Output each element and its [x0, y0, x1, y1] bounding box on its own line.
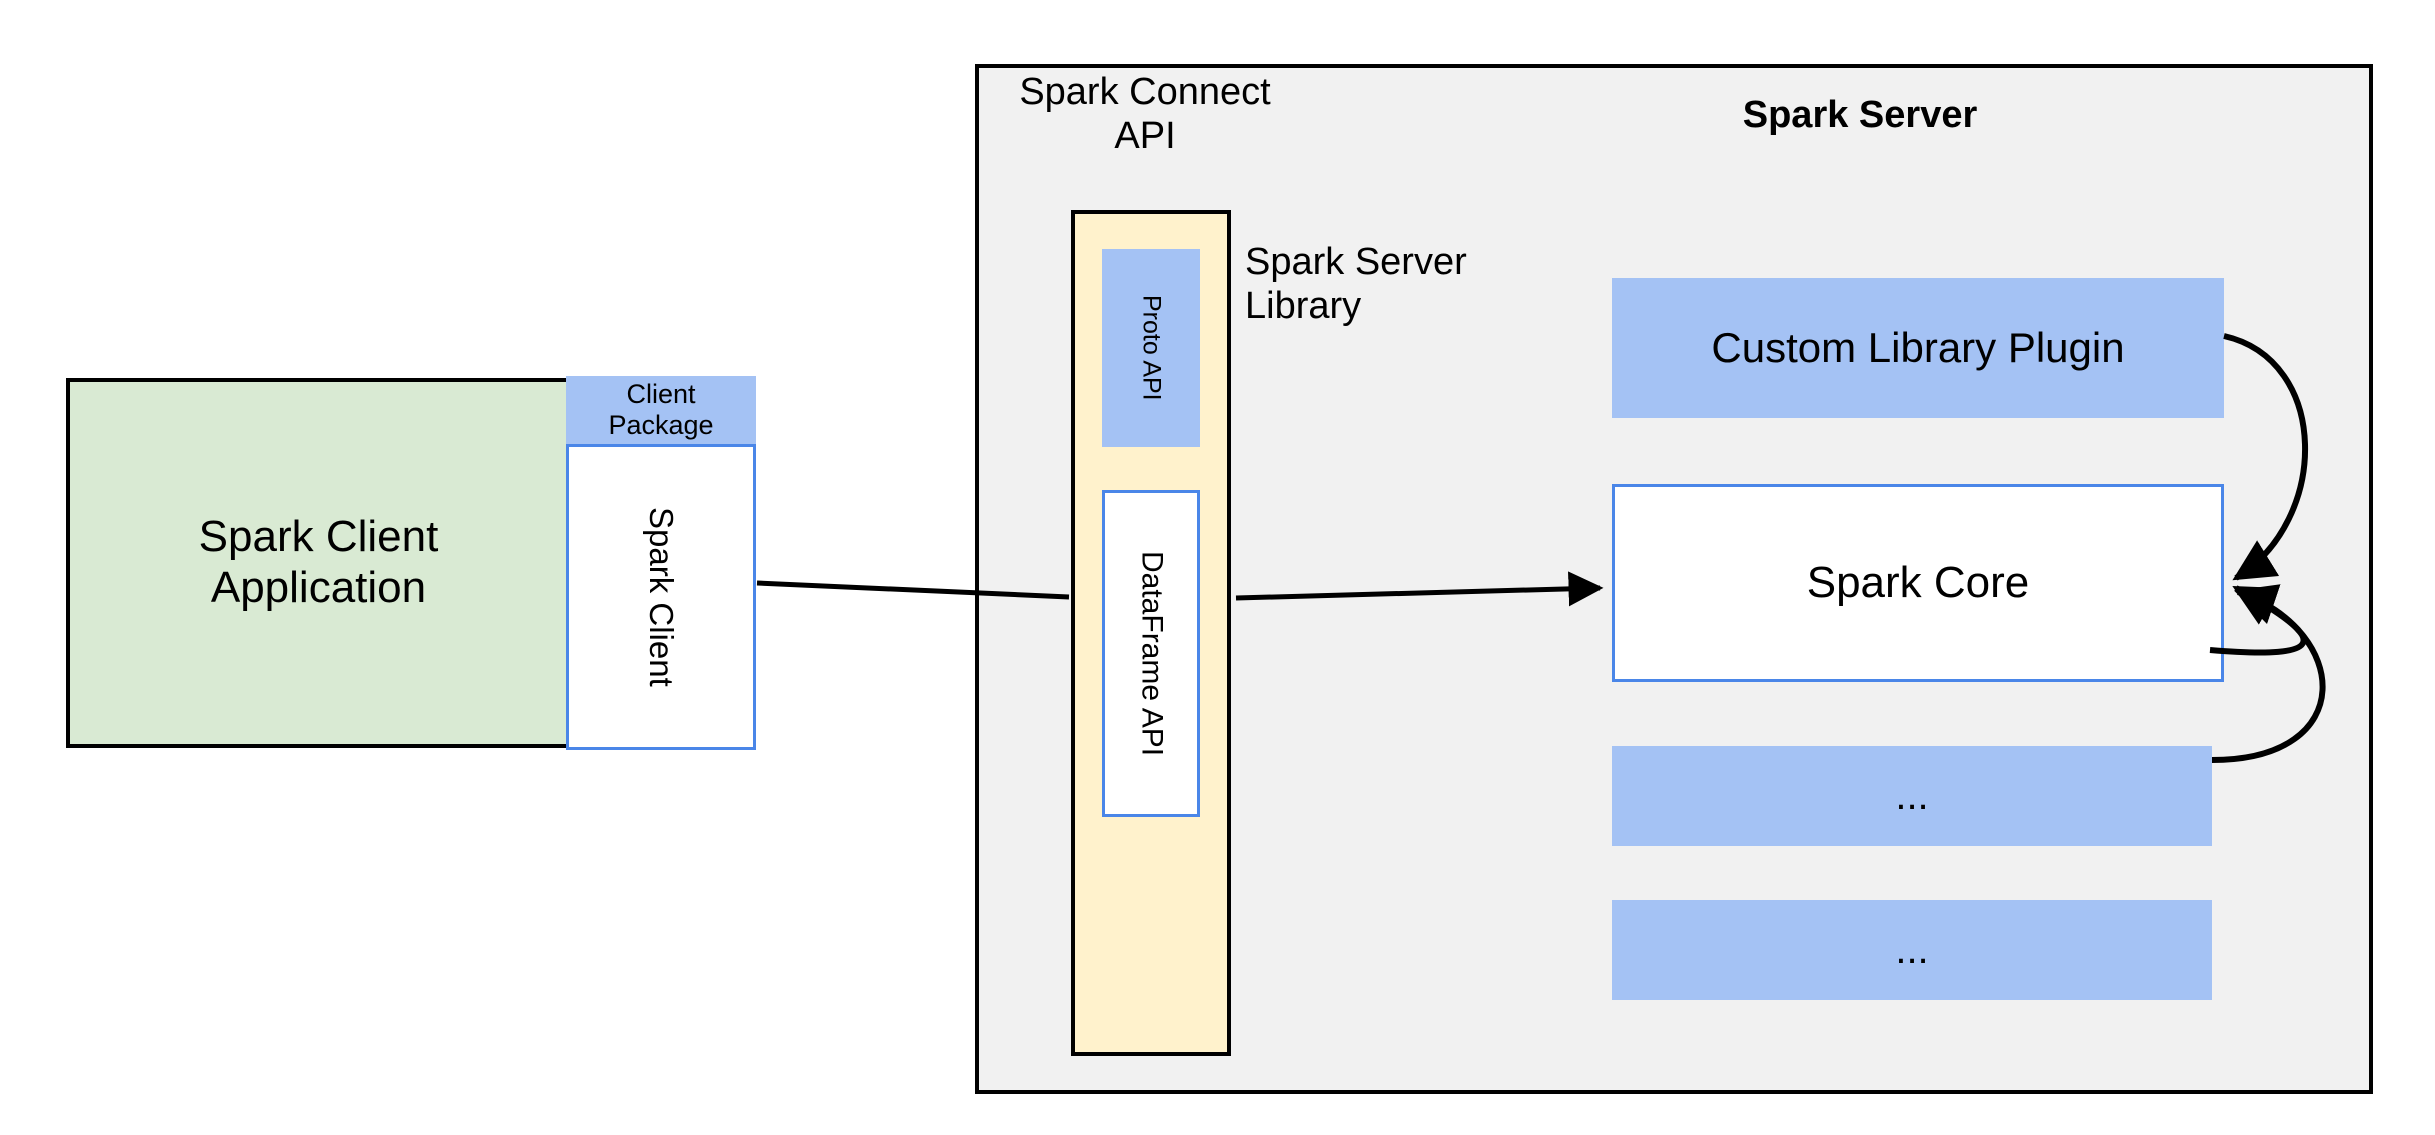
spark-connect-api-label-line2: API	[1114, 115, 1176, 157]
client-package-line1: Client	[626, 378, 696, 409]
spark-server-title: Spark Server	[1742, 94, 1978, 137]
client-package-box: Client Package	[566, 376, 756, 444]
proto-api-box: Proto API	[1102, 249, 1200, 447]
client-package-label: Client Package	[608, 379, 713, 441]
dataframe-api-label: DataFrame API	[1135, 550, 1169, 757]
spark-client-application-label: Spark Client Application	[187, 512, 451, 613]
spark-client-application-box: Spark Client Application	[66, 378, 571, 748]
custom-library-plugin-box: Custom Library Plugin	[1612, 278, 2224, 418]
spark-connect-api-label-line1: Spark Connect	[1019, 71, 1271, 114]
spark-client-application-line2: Application	[210, 563, 427, 612]
dataframe-api-box: DataFrame API	[1102, 490, 1200, 817]
spark-core-box: Spark Core	[1612, 484, 2224, 682]
spark-server-library-label-line2: Library	[1245, 285, 1362, 327]
ellipsis-box-2: ...	[1612, 900, 2212, 1000]
spark-server-library-label: Spark Server Library	[1245, 240, 1545, 330]
spark-client-application-line1: Spark Client	[198, 512, 439, 562]
spark-client-box: Spark Client	[566, 444, 756, 750]
spark-server-library-label-line1: Spark Server	[1245, 241, 1467, 284]
client-package-line2: Package	[608, 410, 714, 440]
proto-api-label: Proto API	[1137, 295, 1166, 401]
ellipsis-box-1: ...	[1612, 746, 2212, 846]
spark-client-label: Spark Client	[642, 507, 680, 687]
spark-connect-api-label: Spark Connect API	[1000, 70, 1290, 160]
